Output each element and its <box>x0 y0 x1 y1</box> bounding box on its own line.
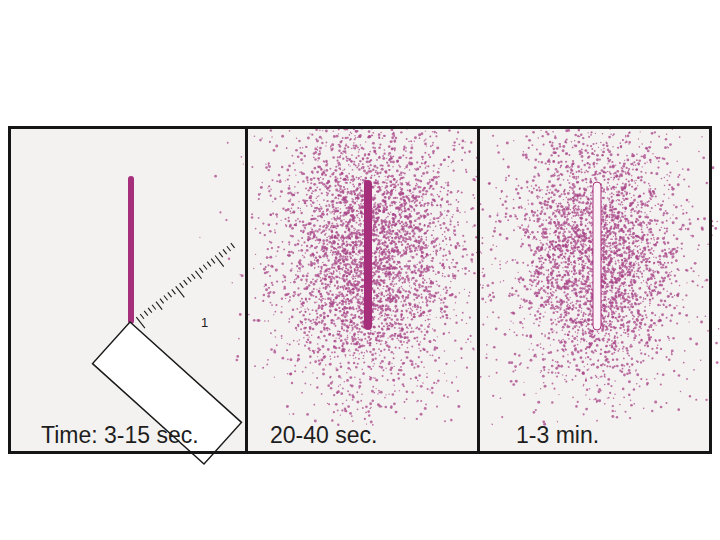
figure-stage: Time: 3-15 sec.20-40 sec.1-3 min.1 <box>0 0 720 540</box>
